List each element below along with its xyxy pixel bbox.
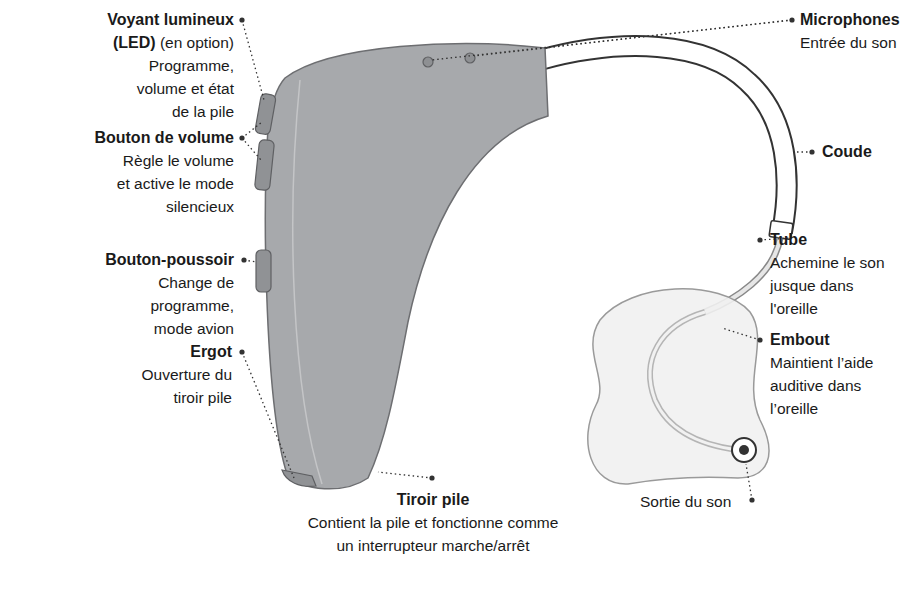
sound-output-hole — [739, 445, 749, 455]
leader-line — [242, 352, 294, 478]
label-block: Ergot — [112, 340, 232, 363]
part-name: Sortie du son — [640, 493, 731, 510]
label-block: Voyant lumineux (LED)(en option) — [62, 8, 234, 54]
leader-dot — [239, 17, 244, 22]
mold-channel-inner — [650, 312, 738, 450]
leader-line — [794, 151, 812, 152]
led-button — [255, 93, 277, 135]
housing — [265, 44, 548, 489]
leader-line — [746, 464, 752, 500]
leader-dot — [241, 257, 246, 262]
mold-channel — [650, 312, 738, 450]
leader-dot — [749, 497, 754, 502]
label-block: Bouton de volume — [62, 126, 234, 149]
leader-line — [378, 472, 432, 478]
leader-dot — [239, 349, 244, 354]
part-name: Bouton de volume — [94, 129, 234, 146]
label-block: Règle le volume et active le mode silenc… — [108, 149, 234, 218]
microphone — [423, 57, 433, 67]
leader-dot — [789, 17, 794, 22]
leader-lines — [242, 20, 812, 500]
label-block: Achemine le son jusque dans l'oreille — [770, 251, 895, 320]
leader-dot — [757, 237, 762, 242]
leader-dot — [809, 149, 814, 154]
part-description: Achemine le son jusque dans l'oreille — [770, 254, 885, 317]
leader-line — [242, 122, 262, 138]
leader-dot — [239, 135, 244, 140]
label-block: Coude — [822, 140, 872, 163]
label-block: Microphones — [800, 8, 900, 31]
ear-mold — [588, 289, 769, 484]
part-name: Embout — [770, 331, 830, 348]
microphone — [465, 53, 475, 63]
leader-dot — [757, 337, 762, 342]
label-block: Maintient l’aide auditive dans l’oreille — [770, 351, 898, 420]
volume-button — [254, 139, 274, 190]
label-block: Change de programme, mode avion — [134, 271, 234, 340]
part-description: Entrée du son — [800, 34, 897, 51]
leader-line — [722, 328, 760, 340]
housing-seam — [293, 80, 322, 484]
leader-dot — [429, 475, 434, 480]
label-block: Programme, volume et état de la pile — [116, 54, 234, 123]
sound-output — [732, 438, 756, 462]
leader-line — [242, 138, 261, 160]
hook — [540, 46, 787, 232]
ergot — [282, 470, 316, 486]
label-block: Entrée du son — [800, 31, 897, 54]
part-name: Bouton-poussoir — [105, 251, 234, 268]
part-name: Microphones — [800, 11, 900, 28]
part-description: Change de programme, mode avion — [150, 274, 234, 337]
part-description: Contient la pile et fonctionne comme un … — [308, 514, 559, 554]
leader-line — [242, 20, 264, 100]
label-block: Ouverture du tiroir pile — [127, 363, 232, 409]
label-block: Bouton-poussoir — [62, 248, 234, 271]
part-name: Tube — [770, 231, 807, 248]
part-description: Règle le volume et active le mode silenc… — [117, 152, 234, 215]
leader-dots — [239, 17, 814, 502]
leader-line — [474, 20, 792, 56]
push-button — [256, 250, 271, 292]
label-block: Tube — [770, 228, 807, 251]
part-name: Coude — [822, 143, 872, 160]
label-block: Tiroir pile — [302, 488, 564, 511]
part-name: Tiroir pile — [397, 491, 470, 508]
part-description: Ouverture du tiroir pile — [142, 366, 232, 406]
label-block: Embout — [770, 328, 830, 351]
part-note: (en option) — [160, 34, 234, 51]
leader-line — [432, 20, 792, 60]
label-block: Sortie du son — [640, 490, 731, 513]
part-name: Ergot — [190, 343, 232, 360]
part-description: Programme, volume et état de la pile — [137, 57, 234, 120]
part-description: Maintient l’aide auditive dans l’oreille — [770, 354, 873, 417]
hook-outline — [540, 46, 787, 232]
label-block: Contient la pile et fonctionne comme un … — [302, 511, 564, 557]
